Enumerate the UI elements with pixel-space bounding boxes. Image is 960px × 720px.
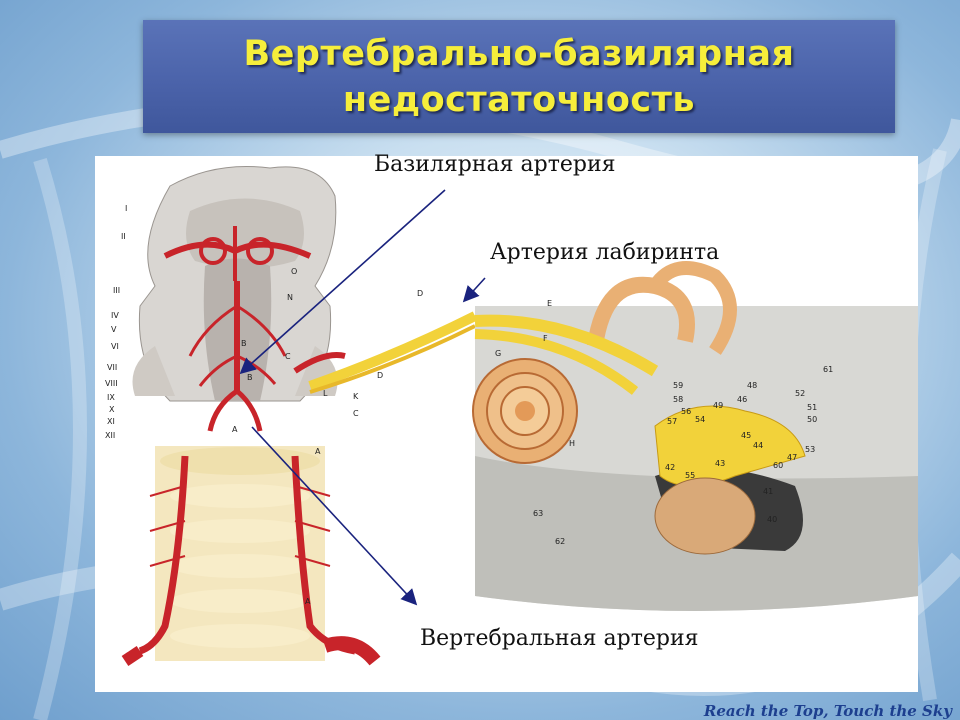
roman-numeral-label: XI bbox=[107, 417, 115, 426]
number-label: 47 bbox=[787, 453, 797, 462]
letter-label: E bbox=[547, 299, 552, 308]
slide-title-line-1: Вертебрально-базилярная bbox=[243, 34, 795, 74]
number-label: 61 bbox=[823, 365, 833, 374]
roman-numeral-label: IX bbox=[107, 393, 115, 402]
letter-label: C bbox=[353, 409, 359, 418]
letter-label: D bbox=[377, 371, 383, 380]
letter-label: O bbox=[291, 267, 297, 276]
number-label: 52 bbox=[795, 389, 805, 398]
slide-title-line-2: недостаточность bbox=[342, 80, 696, 120]
letter-label: A bbox=[305, 597, 311, 606]
number-label: 49 bbox=[713, 401, 723, 410]
number-label: 53 bbox=[805, 445, 815, 454]
letter-label: F bbox=[543, 334, 548, 343]
number-label: 62 bbox=[555, 537, 565, 546]
letter-label: A bbox=[232, 425, 238, 434]
letter-label: C bbox=[285, 352, 291, 361]
inner-ear-illustration bbox=[472, 261, 918, 611]
number-label: 56 bbox=[681, 407, 691, 416]
number-label: 51 bbox=[807, 403, 817, 412]
letter-label: G bbox=[495, 349, 501, 358]
number-label: 46 bbox=[737, 395, 747, 404]
roman-numeral-label: V bbox=[111, 325, 117, 334]
roman-numeral-label: IV bbox=[111, 311, 119, 320]
cervical-spine-illustration bbox=[121, 446, 381, 666]
letter-label: N bbox=[287, 293, 293, 302]
footer-slogan: Reach the Top, Touch the Sky bbox=[703, 702, 952, 720]
number-label: 41 bbox=[763, 487, 773, 496]
roman-numeral-label: II bbox=[121, 232, 126, 241]
basilar-artery-label: Базилярная артерия bbox=[374, 152, 616, 177]
number-label: 54 bbox=[695, 415, 705, 424]
number-label: 59 bbox=[673, 381, 683, 390]
roman-numeral-label: VII bbox=[107, 363, 117, 372]
number-label: 44 bbox=[753, 441, 763, 450]
roman-numeral-label: III bbox=[113, 286, 120, 295]
letter-label: B bbox=[241, 339, 247, 348]
roman-numeral-label: X bbox=[109, 405, 115, 414]
number-label: 40 bbox=[767, 515, 777, 524]
number-label: 57 bbox=[667, 417, 677, 426]
number-label: 45 bbox=[741, 431, 751, 440]
number-label: 63 bbox=[533, 509, 543, 518]
letter-label: L bbox=[323, 389, 328, 398]
vertebral-artery-label: Вертебральная артерия bbox=[420, 626, 699, 651]
brainstem-skull-illustration bbox=[132, 166, 478, 432]
letter-label: B bbox=[247, 373, 253, 382]
roman-numeral-label: VIII bbox=[105, 379, 118, 388]
number-label: 58 bbox=[673, 395, 683, 404]
number-label: 48 bbox=[747, 381, 757, 390]
number-label: 55 bbox=[685, 471, 695, 480]
letter-label: D bbox=[417, 289, 423, 298]
roman-numeral-label: XII bbox=[105, 431, 115, 440]
labyrinth-artery-label: Артерия лабиринта bbox=[490, 240, 720, 265]
roman-numeral-label: I bbox=[125, 204, 127, 213]
number-label: 60 bbox=[773, 461, 783, 470]
number-label: 42 bbox=[665, 463, 675, 472]
roman-numeral-label: VI bbox=[111, 342, 119, 351]
letter-label: A bbox=[315, 447, 321, 456]
number-label: 50 bbox=[807, 415, 817, 424]
number-label: 43 bbox=[715, 459, 725, 468]
title-band: Вертебрально-базилярная недостаточность bbox=[143, 20, 895, 133]
letter-label: K bbox=[353, 392, 359, 401]
letter-label: H bbox=[569, 439, 575, 448]
